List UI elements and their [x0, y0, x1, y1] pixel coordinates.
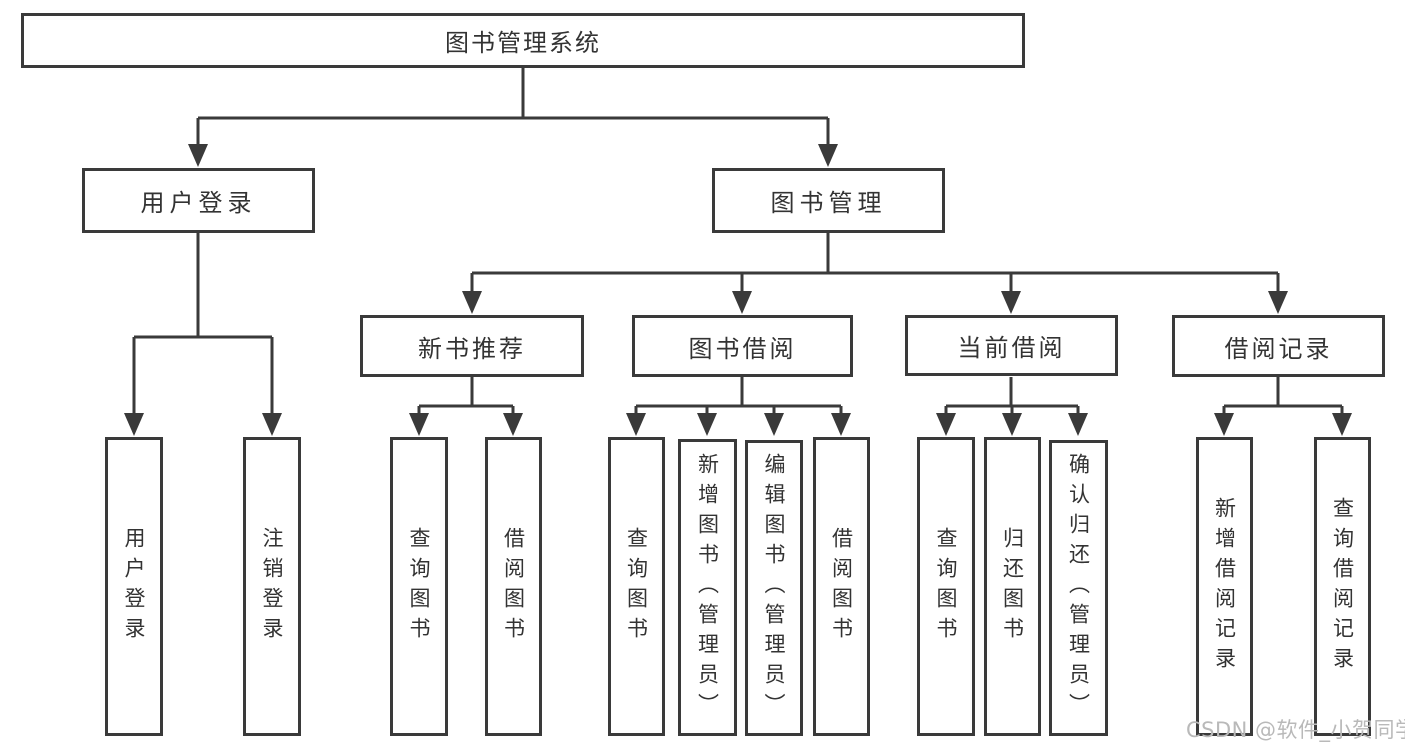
connector-new-book-children [409, 377, 523, 436]
node-book-borrowing: 图书借阅 [632, 315, 853, 377]
leaf-borrow-add-book-admin: 新增图书（管理员） [678, 439, 737, 736]
watermark: CSDN @软件_小贺同学 [1186, 718, 1405, 742]
leaf-records-add-record: 新增借阅记录 [1196, 437, 1253, 736]
leaf-records-query-record: 查询借阅记录 [1314, 437, 1371, 736]
connector-current-borrow-children [936, 377, 1088, 436]
leaf-recommend-query-book: 查询图书 [390, 437, 448, 736]
leaf-recommend-borrow-book: 借阅图书 [485, 437, 542, 736]
node-current-borrowing: 当前借阅 [905, 315, 1118, 376]
node-new-book-recommendation: 新书推荐 [360, 315, 584, 377]
connector-user-login-children [124, 233, 282, 436]
node-book-management: 图书管理 [712, 168, 945, 233]
connector-book-management-children [462, 233, 1288, 314]
leaf-borrow-query-book: 查询图书 [608, 437, 665, 736]
leaf-borrow-edit-book-admin: 编辑图书（管理员） [745, 440, 803, 736]
leaf-borrow-borrow-book: 借阅图书 [813, 437, 870, 736]
connector-book-borrow-children [626, 377, 851, 436]
leaf-logout: 注销登录 [243, 437, 301, 736]
leaf-current-query-book: 查询图书 [917, 437, 975, 736]
connector-borrow-records-children [1214, 377, 1352, 436]
node-root: 图书管理系统 [21, 13, 1025, 68]
leaf-user-login: 用户登录 [105, 437, 163, 736]
node-borrowing-records: 借阅记录 [1172, 315, 1385, 377]
connector-root-to-level2 [188, 68, 838, 167]
leaf-current-return-book: 归还图书 [984, 437, 1041, 736]
leaf-current-confirm-return-admin: 确认归还（管理员） [1049, 440, 1108, 736]
node-user-login: 用户登录 [82, 168, 315, 233]
